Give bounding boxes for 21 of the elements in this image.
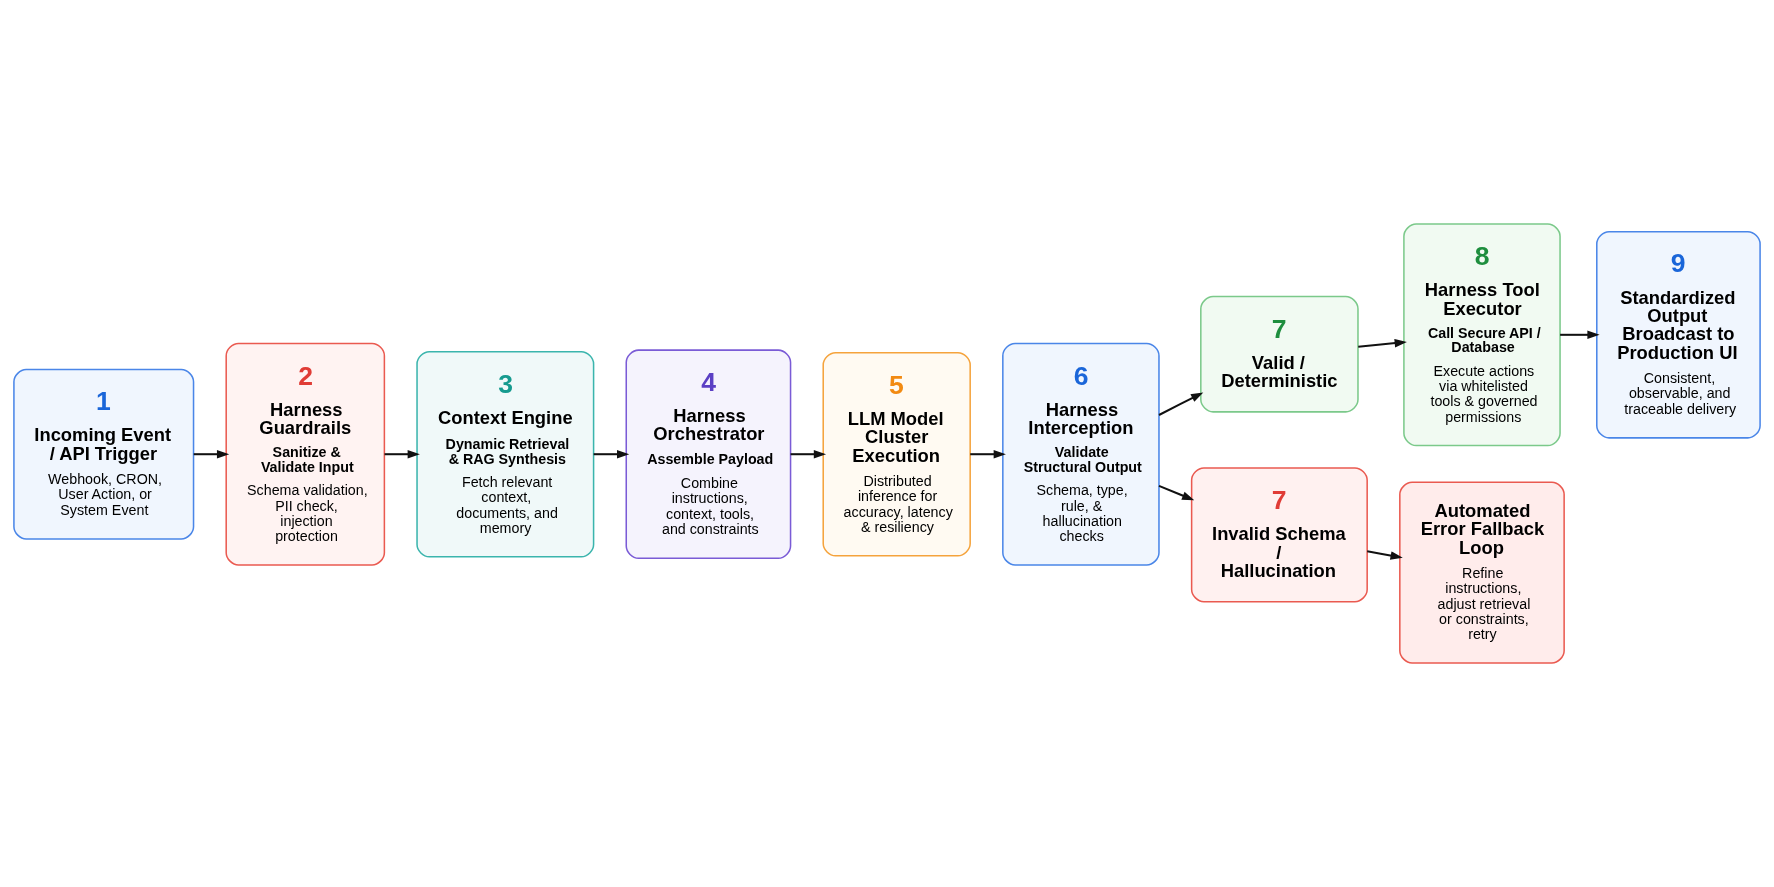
arrow [593,449,630,459]
node-box: 1 Incoming Event / API Trigger Webhook, CRON, User Action, or System Event [13,368,195,540]
arrow [1158,392,1204,416]
node-box: 5 LLM Model Cluster Execution Distributed inference for accuracy, latency & resiliency [822,351,971,557]
arrow [193,449,230,459]
arrow [790,449,827,459]
arrow [1158,484,1195,501]
arrow [384,449,420,459]
node-box: 7 Invalid Schema / Hallucination [1190,467,1368,603]
node-box: 9 Standardized Output Broadcast to Production UI Consistent, observable, and traceable delivery [1596,230,1761,439]
node-box: 6 Harness Interception Validate Structural Output Schema, type, rule, & hallucination checks [1002,342,1160,566]
arrow [1358,338,1407,348]
arrow [1367,550,1403,560]
node-box: 7 Valid / Deterministic [1200,295,1359,413]
node-box: 8 Harness Tool Executor Call Secure API / Database Execute actions via whitelisted tools & governed permissions [1403,223,1561,447]
node-box: Automated Error Fallback Loop Refine instructions, adjust retrieval or constraints, retry [1399,481,1565,664]
node-box: 3 Context Engine Dynamic Retrieval & RAG Synthesis Fetch relevant context, documents, and memory [416,350,595,558]
node-box: 2 Harness Guardrails Sanitize & Validate Input Schema validation, PII check, injection protection [225,342,386,566]
node-box: 4 Harness Orchestrator Assemble Payload Combine instructions, context, tools, and constraints [625,349,792,560]
arrow [970,449,1006,459]
arrow [1560,330,1600,340]
